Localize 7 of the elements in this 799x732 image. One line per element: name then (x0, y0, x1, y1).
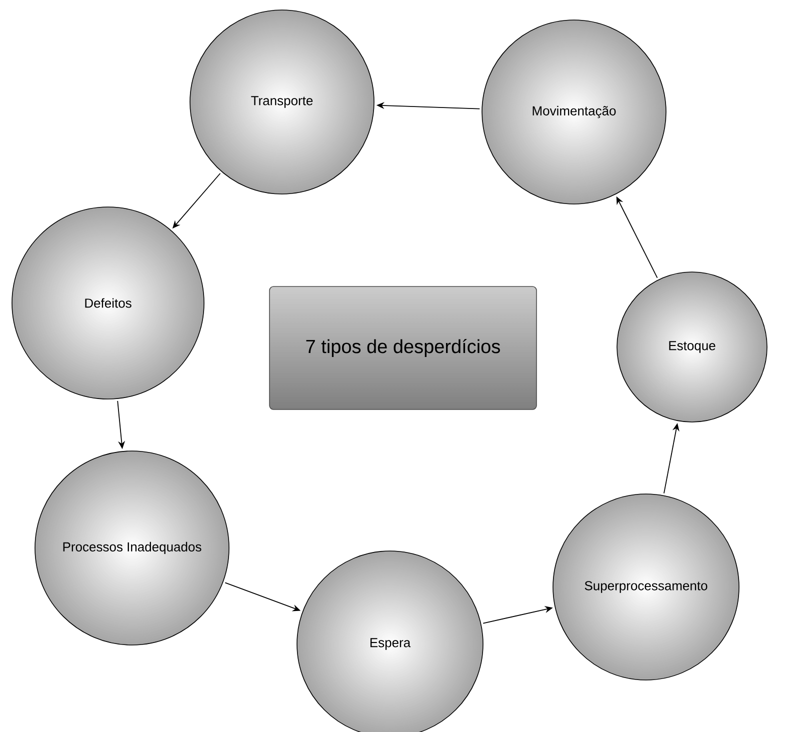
circle-node: Estoque (616, 272, 768, 422)
circle-node: Movimentação (482, 20, 666, 204)
circle-node: Defeitos (12, 206, 204, 400)
circle-node: Processos Inadequados (34, 450, 230, 646)
circle-node: Superprocessamento (552, 494, 740, 680)
circle-node: Transporte (190, 10, 374, 194)
title-box: 7 tipos de desperdícios (269, 286, 537, 410)
